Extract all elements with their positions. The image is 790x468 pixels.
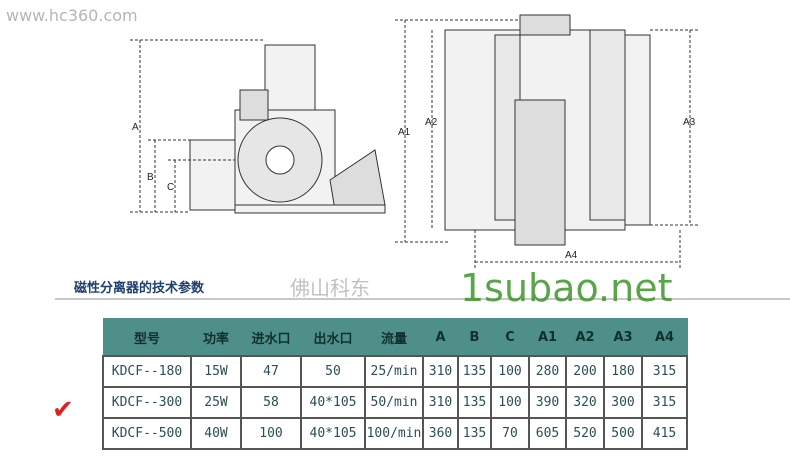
top-view-drawing: A1 A2 A3 A4 xyxy=(395,14,700,270)
section-title: 磁性分离器的技术参数 xyxy=(74,281,205,296)
table-cell: 605 xyxy=(528,417,567,450)
table-cell: 40*105 xyxy=(300,386,366,419)
dim-label-b: B xyxy=(147,172,154,183)
table-cell: KDCF--500 xyxy=(102,417,192,450)
table-cell: 58 xyxy=(240,386,302,419)
column-header: A4 xyxy=(641,318,688,357)
table-cell: 100 xyxy=(240,417,302,450)
table-cell: 25W xyxy=(190,386,242,419)
table-cell: 320 xyxy=(565,386,605,419)
table-cell: KDCF--180 xyxy=(102,355,192,388)
column-header: C xyxy=(490,318,530,357)
dim-label-a: A xyxy=(132,122,139,133)
watermark-url: www.hc360.com xyxy=(6,6,138,25)
table-cell: 100 xyxy=(490,355,530,388)
table-cell: 40*105 xyxy=(300,417,366,450)
divider xyxy=(55,298,790,300)
column-header: 型号 xyxy=(102,318,192,357)
dim-label-a1: A1 xyxy=(398,127,411,138)
table-cell: 50 xyxy=(300,355,366,388)
watermark-company: 佛山科东 xyxy=(290,276,370,300)
column-header: A xyxy=(422,318,459,357)
dim-label-c: C xyxy=(167,182,174,193)
table-cell: 40W xyxy=(190,417,242,450)
table-cell: 415 xyxy=(641,417,688,450)
table-cell: 15W xyxy=(190,355,242,388)
table-cell: 135 xyxy=(457,417,492,450)
table-cell: 315 xyxy=(641,355,688,388)
watermark-site: 1subao.net xyxy=(460,266,673,310)
table-cell: 520 xyxy=(565,417,605,450)
table-cell: 200 xyxy=(565,355,605,388)
table-cell: 390 xyxy=(528,386,567,419)
table-cell: 100/min xyxy=(364,417,424,450)
column-header: A2 xyxy=(565,318,605,357)
column-header: 进水口 xyxy=(240,318,302,357)
table-cell: 135 xyxy=(457,386,492,419)
column-header: B xyxy=(457,318,492,357)
table-cell: 310 xyxy=(422,386,459,419)
table-cell: 315 xyxy=(641,386,688,419)
column-header: 流量 xyxy=(364,318,424,357)
dim-label-a4: A4 xyxy=(565,250,578,261)
table-cell: 100 xyxy=(490,386,530,419)
table-cell: 47 xyxy=(240,355,302,388)
table-cell: 500 xyxy=(603,417,643,450)
table-cell: 300 xyxy=(603,386,643,419)
column-header: A3 xyxy=(603,318,643,357)
left-side-drawing: A B C xyxy=(130,39,386,214)
dim-label-a3: A3 xyxy=(683,117,696,128)
table-cell: 25/min xyxy=(364,355,424,388)
table-cell: KDCF--300 xyxy=(102,386,192,419)
table-cell: 50/min xyxy=(364,386,424,419)
selected-check-icon: ✔ xyxy=(52,395,74,425)
dim-label-a2: A2 xyxy=(425,117,438,128)
table-cell: 310 xyxy=(422,355,459,388)
table-cell: 135 xyxy=(457,355,492,388)
column-header: A1 xyxy=(528,318,567,357)
column-header: 功率 xyxy=(190,318,242,357)
table-cell: 360 xyxy=(422,417,459,450)
table-cell: 180 xyxy=(603,355,643,388)
table-cell: 70 xyxy=(490,417,530,450)
table-cell: 280 xyxy=(528,355,567,388)
column-header: 出水口 xyxy=(300,318,366,357)
